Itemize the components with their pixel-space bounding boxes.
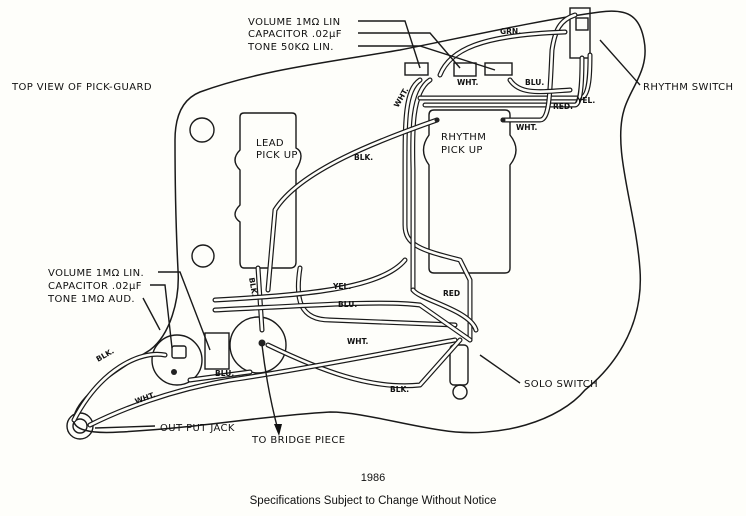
upper-tone-label: TONE 50KΩ LIN.: [247, 42, 334, 53]
wire-label: BLK.: [95, 346, 116, 363]
wire-label: RED.: [553, 102, 573, 111]
leader-line: [150, 284, 173, 349]
leader-line: [94, 425, 156, 429]
mounting-hole: [191, 244, 215, 268]
upper-tone-pot: [484, 62, 513, 76]
lower-tone-pot: [229, 316, 287, 374]
solo-switch-label: SOLO SWITCH: [524, 379, 598, 390]
solder-point: [258, 339, 266, 347]
wire-label: BLK.: [390, 385, 409, 394]
wire-label: BLK.: [247, 277, 259, 298]
mounting-hole: [189, 117, 215, 143]
rhythm-pickup-label: PICK UP: [441, 145, 483, 156]
footer-year: 1986: [360, 472, 386, 484]
rhythm-switch-label: RHYTHM SWITCH: [643, 82, 733, 93]
lower-volume-label: VOLUME 1MΩ LIN.: [48, 268, 144, 279]
wire-label: YEL.: [332, 282, 351, 291]
solder-point: [434, 117, 440, 123]
title-label: TOP VIEW OF PICK-GUARD: [11, 82, 152, 93]
wire-label: WHT.: [516, 123, 538, 132]
footer-note: Specifications Subject to Change Without…: [249, 495, 497, 507]
solder-point: [500, 117, 506, 123]
wire-label: BLK.: [354, 153, 373, 162]
upper-volume-label: VOLUME 1MΩ LIN: [248, 17, 340, 28]
rhythm-switch-tab: [575, 17, 589, 31]
lower-capacitor: [171, 345, 187, 359]
bridge-arrow-head: [274, 424, 282, 436]
leader-line: [158, 271, 211, 351]
lead-pickup-label: PICK UP: [256, 150, 298, 161]
bridge-arrow-line: [261, 344, 279, 431]
upper-volume-pot: [404, 62, 429, 76]
leader-line: [358, 45, 496, 71]
wire-label: RED: [443, 289, 460, 298]
rhythm-pickup-outline: [422, 109, 517, 274]
lead-pickup-outline: [234, 112, 302, 269]
leader-line: [479, 354, 521, 384]
wire-label: GRN.: [500, 27, 521, 36]
wire-label: BLU.: [525, 78, 544, 87]
output-jack-inner: [72, 418, 88, 434]
wire-label: BLU.: [338, 300, 357, 309]
lead-pickup-label: LEAD: [256, 138, 284, 149]
upper-capacitor-label: CAPACITOR .02µF: [248, 29, 342, 40]
leader-line: [599, 39, 641, 86]
lower-volume-pot: [151, 334, 203, 386]
solder-point: [171, 369, 177, 375]
bridge-label: TO BRIDGE PIECE: [251, 435, 345, 446]
lower-capacitor-label: CAPACITOR .02µF: [48, 281, 142, 292]
leader-line: [142, 297, 161, 331]
leader-line: [358, 20, 421, 69]
wire-label: BLU.: [215, 369, 234, 378]
wires: [71, 12, 593, 428]
rhythm-pickup-label: RHYTHM: [441, 132, 486, 143]
solo-switch-knob: [452, 384, 468, 400]
lower-pot-bracket: [204, 332, 230, 370]
wire-label: YEL.: [576, 96, 595, 105]
wire-label: WHT.: [347, 337, 369, 346]
output-jack-label: OUT PUT JACK: [160, 423, 235, 434]
upper-capacitor: [453, 62, 477, 77]
pickguard-outline: [72, 10, 646, 434]
lower-tone-label: TONE 1MΩ AUD.: [47, 294, 135, 305]
wire-label: WHT.: [457, 78, 479, 87]
